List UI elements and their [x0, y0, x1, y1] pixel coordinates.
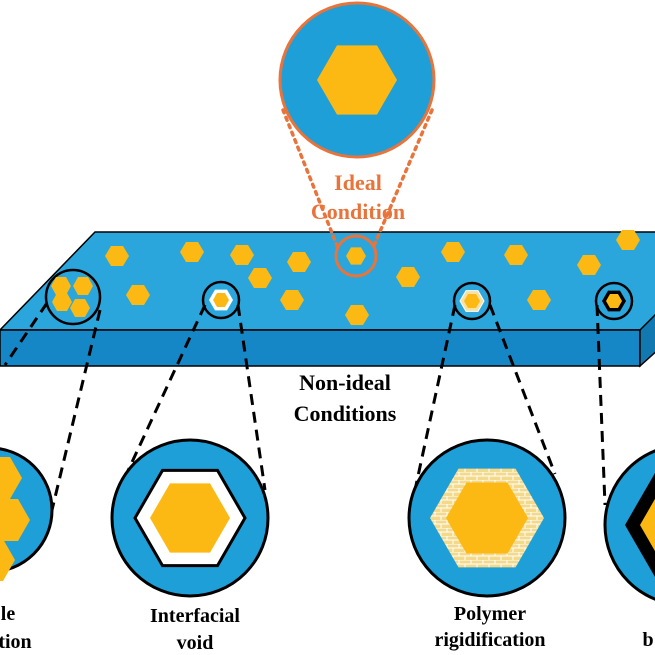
membrane-side-face — [639, 313, 655, 368]
filler-particle — [527, 290, 551, 310]
membrane-front-face — [0, 329, 641, 367]
agglomeration-marker — [44, 268, 102, 326]
rigidification-caption-line2: rigidification — [434, 629, 545, 651]
interfacial-void-marker — [201, 280, 241, 320]
agglomeration-detail — [0, 447, 54, 581]
filler-particle — [504, 245, 528, 265]
filler-particle — [396, 267, 420, 287]
nonideal-label-line2: Conditions — [294, 401, 397, 426]
filler-particle — [230, 245, 254, 265]
ideal-slab-marker — [334, 234, 378, 278]
ideal-callout: Ideal Condition — [278, 1, 436, 278]
ideal-label-line2: Condition — [311, 199, 405, 224]
filler-particle — [577, 255, 601, 275]
filler-particle — [287, 252, 311, 272]
filler-particle — [345, 305, 369, 325]
rigidification-caption-line1: Polymer — [454, 603, 526, 625]
partial-right-detail — [603, 449, 655, 601]
ideal-filler-hexagon — [317, 45, 397, 115]
ideal-label-line1: Ideal — [334, 170, 382, 195]
filler-particle — [180, 242, 204, 262]
interfacial-void-caption-line2: void — [177, 632, 214, 654]
interfacial-void-detail — [110, 438, 270, 598]
filler-particle — [248, 268, 272, 288]
filler-particle — [126, 285, 150, 305]
agglomeration-caption-line1: le — [1, 603, 16, 625]
filler-particle — [616, 230, 640, 250]
filler-particle — [105, 246, 129, 266]
dispersed-filler-particles — [105, 230, 640, 325]
rigidification-marker — [452, 281, 492, 321]
zoom-lines — [3, 302, 607, 511]
partial-defect-marker — [594, 281, 634, 321]
partial-right-caption-line2: b — [642, 629, 653, 651]
rigidification-detail — [407, 438, 567, 598]
interfacial-void-caption-line1: Interfacial — [150, 605, 240, 627]
filler-particle — [441, 242, 465, 262]
nonideal-label-line1: Non-ideal — [299, 370, 391, 395]
agglomeration-caption-line2: ation — [0, 631, 32, 653]
filler-particle — [280, 290, 304, 310]
